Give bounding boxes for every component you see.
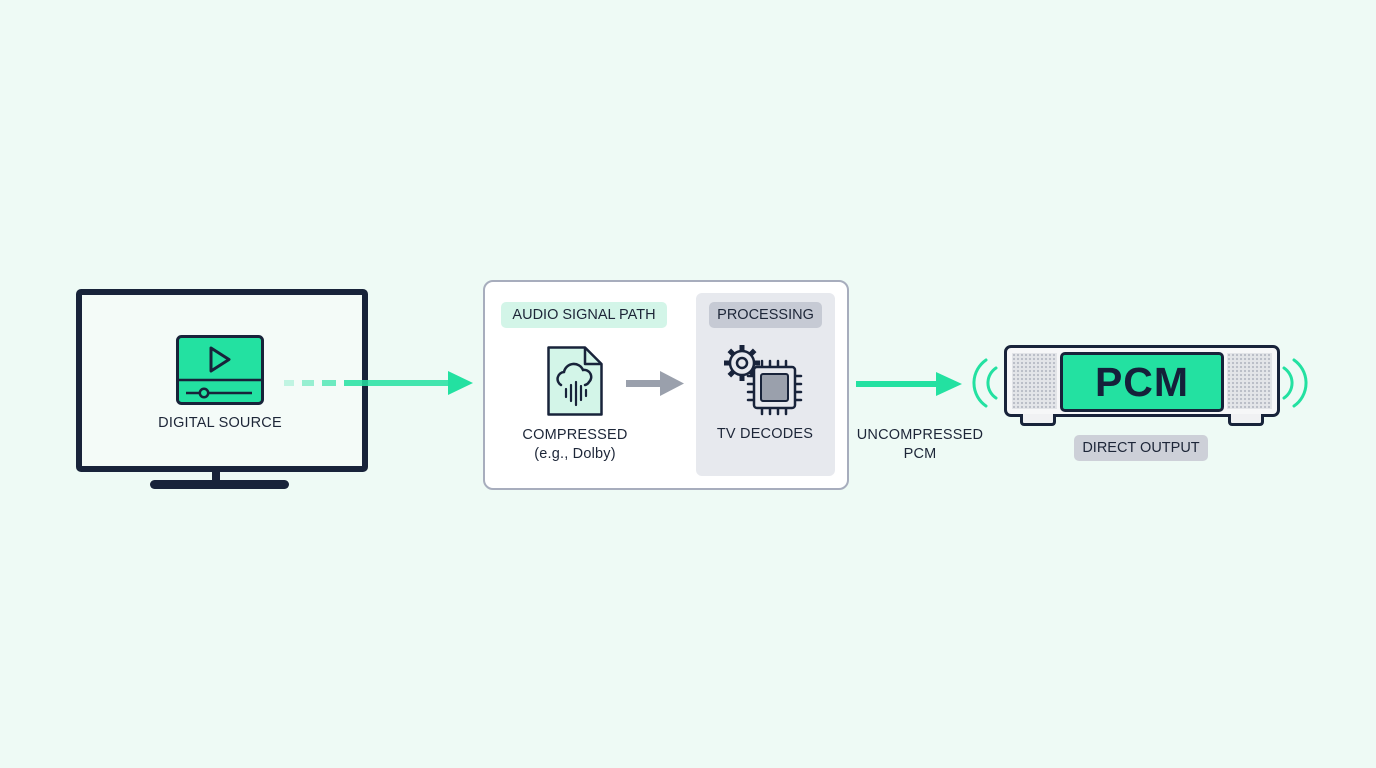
compressed-line2: (e.g., Dolby) xyxy=(534,446,616,462)
processing-badge: PROCESSING xyxy=(709,302,822,328)
gear-chip-icon xyxy=(724,345,803,416)
speaker-grille-left xyxy=(1012,353,1057,409)
direct-output-badge: DIRECT OUTPUT xyxy=(1074,435,1208,461)
receiver-foot-right xyxy=(1228,414,1264,426)
source-to-path-arrow xyxy=(284,371,473,395)
sound-wave-left-icon xyxy=(972,358,998,408)
audio-signal-path-badge: AUDIO SIGNAL PATH xyxy=(501,302,667,328)
tv-base xyxy=(150,480,289,489)
tv-stand xyxy=(212,466,220,482)
tv-decodes-label: TV DECODES xyxy=(716,426,814,442)
compressed-to-decode-arrow xyxy=(626,371,684,396)
video-play-icon xyxy=(176,335,264,405)
receiver-foot-left xyxy=(1020,414,1056,426)
compressed-label: COMPRESSED (e.g., Dolby) xyxy=(505,426,645,464)
tv-monitor xyxy=(76,289,368,472)
digital-source-label: DIGITAL SOURCE xyxy=(158,415,282,431)
uncompressed-line2: PCM xyxy=(903,446,937,462)
decode-to-output-arrow xyxy=(856,372,962,396)
speaker-grille-right xyxy=(1227,353,1272,409)
sound-wave-right-icon xyxy=(1282,358,1308,408)
uncompressed-line1: UNCOMPRESSED xyxy=(856,427,984,443)
uncompressed-pcm-label: UNCOMPRESSED PCM xyxy=(850,426,990,464)
audio-file-icon xyxy=(547,346,603,416)
compressed-line1: COMPRESSED xyxy=(522,427,628,443)
pcm-display: PCM xyxy=(1060,352,1224,412)
